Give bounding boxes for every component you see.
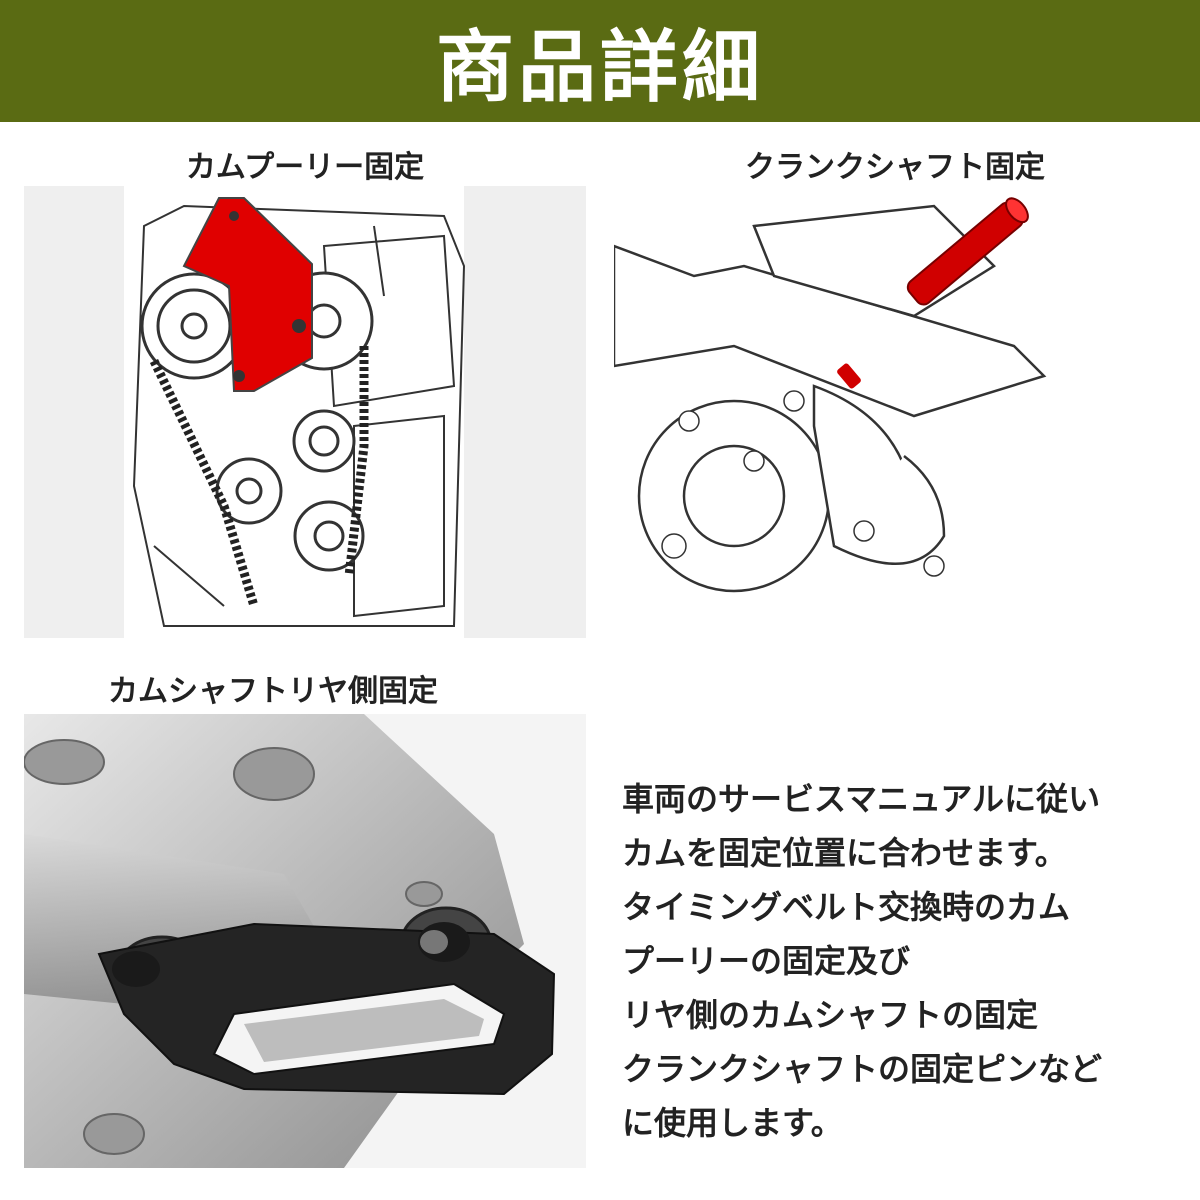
description-line: タイミングベルト交換時のカム (622, 888, 1071, 926)
description-line: 車両のサービスマニュアルに従い (622, 780, 1101, 818)
caption-camshaft-rear: カムシャフトリヤ側固定 (108, 674, 438, 709)
crankshaft-illustration (614, 186, 1176, 638)
camshaft-rear-photo (24, 714, 586, 1168)
cam-pulley-illustration (24, 186, 586, 638)
description-line: カムを固定位置に合わせます。 (622, 834, 1067, 872)
product-description: 車両のサービスマニュアルに従い カムを固定位置に合わせます。 タイミングベルト交… (622, 772, 1182, 1150)
description-line: クランクシャフトの固定ピンなど (622, 1050, 1103, 1088)
description-line: に使用します。 (622, 1104, 843, 1142)
caption-crankshaft: クランクシャフト固定 (745, 150, 1045, 185)
description-line: リヤ側のカムシャフトの固定 (622, 996, 1039, 1034)
page-title: 商品詳細 (435, 23, 764, 113)
description-line: プーリーの固定及び (622, 942, 911, 980)
caption-cam-pulley: カムプーリー固定 (185, 150, 425, 185)
header-banner: 商品詳細 (0, 0, 1200, 122)
